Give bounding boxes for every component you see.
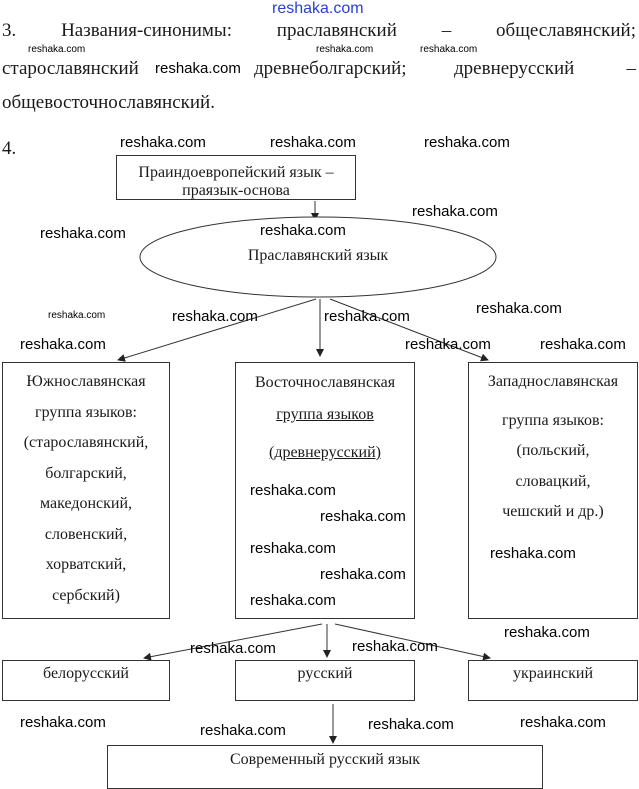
watermark: reshaka.com <box>28 44 86 55</box>
watermark: reshaka.com <box>316 44 374 55</box>
text: древнерусский <box>454 58 575 79</box>
underlined-text: группа языков <box>276 406 374 423</box>
east-slavic-box: Восточнославянская группа языков (древне… <box>235 362 415 619</box>
line: македонский, <box>39 495 133 512</box>
watermark: reshaka.com <box>520 714 606 731</box>
line: группа языков <box>276 399 374 431</box>
belarusian-box: белорусский <box>2 660 170 701</box>
arrow <box>117 298 317 362</box>
proto-label: Праславянский язык <box>247 247 389 264</box>
watermark: reshaka.com <box>368 716 454 733</box>
watermark: reshaka.com <box>260 222 346 239</box>
watermark: reshaka.com <box>20 714 106 731</box>
russian-box: русский <box>235 660 415 701</box>
watermark: reshaka.com <box>504 624 590 641</box>
watermark: reshaka.com <box>250 482 336 499</box>
underlined-text: (древнерусский) <box>268 444 381 461</box>
line: хорватский, <box>45 556 127 573</box>
watermark: reshaka.com <box>270 134 356 151</box>
south-slavic-box: Южнославянская группа языков: (старослав… <box>2 362 170 619</box>
arrow <box>329 298 489 362</box>
line: Восточнославянская <box>254 374 396 391</box>
line: словацкий, <box>515 472 591 490</box>
line: (древнерусский) <box>269 437 381 469</box>
root-box: Праиндоевропейский язык – праязык-основа <box>116 155 356 200</box>
watermark: reshaka.com <box>120 134 206 151</box>
watermark: reshaka.com <box>48 310 106 321</box>
line: группа языков: <box>35 403 137 421</box>
line: (старославянский, <box>23 434 149 451</box>
watermark: reshaka.com <box>190 640 276 657</box>
root-label: Праиндоевропейский язык – праязык-основа <box>138 164 334 199</box>
watermark: reshaka.com <box>324 308 410 325</box>
paragraph-3-line-1: 3. Названия-синонимы: праславянский – об… <box>2 20 636 42</box>
line: группа языков: <box>502 411 604 429</box>
text: праславянский <box>276 20 397 41</box>
line: болгарский, <box>45 464 127 482</box>
watermark: reshaka.com <box>476 300 562 317</box>
proto-label-wrap: Праславянский язык <box>140 247 496 265</box>
text: общеславянский; <box>496 20 636 41</box>
text: – <box>441 20 452 41</box>
line: словенский, <box>44 525 128 543</box>
watermark: reshaka.com <box>424 134 510 151</box>
label: русский <box>297 665 353 682</box>
watermark: reshaka.com <box>155 60 241 77</box>
text: старославянский <box>2 58 139 79</box>
paragraph-3-line-3: общевосточнославянский. <box>2 92 215 113</box>
label: украинский <box>513 665 593 682</box>
proto-ellipse <box>139 216 497 298</box>
watermark: reshaka.com <box>20 336 106 353</box>
line: чешский и др.) <box>502 503 604 520</box>
arrow <box>143 623 323 661</box>
watermark: reshaka.com <box>412 203 498 220</box>
text: Названия-синонимы: <box>61 20 232 41</box>
watermark: reshaka.com <box>272 0 364 17</box>
watermark: reshaka.com <box>172 308 258 325</box>
watermark: reshaka.com <box>250 592 336 609</box>
label: Современный русский язык <box>229 751 421 768</box>
text: – <box>626 58 637 79</box>
paragraph-4-number: 4. <box>2 138 17 159</box>
watermark: reshaka.com <box>540 336 626 353</box>
watermark: reshaka.com <box>405 336 491 353</box>
watermark: reshaka.com <box>320 566 406 583</box>
paragraph-3-line-2: старославянский древнеболгарский; древне… <box>2 58 636 80</box>
arrow <box>334 623 491 661</box>
ukrainian-box: украинский <box>468 660 638 701</box>
watermark: reshaka.com <box>490 545 576 562</box>
watermark: reshaka.com <box>250 540 336 557</box>
paragraph-number: 3. <box>2 20 17 41</box>
watermark: reshaka.com <box>420 44 478 55</box>
line: Южнославянская <box>26 373 146 390</box>
line: (польский, <box>516 442 590 459</box>
label: белорусский <box>43 665 129 682</box>
watermark: reshaka.com <box>200 722 286 739</box>
line: сербский) <box>52 586 120 604</box>
text: древнеболгарский; <box>254 58 407 79</box>
watermark: reshaka.com <box>40 225 126 242</box>
modern-russian-box: Современный русский язык <box>107 745 543 789</box>
watermark: reshaka.com <box>352 638 438 655</box>
watermark: reshaka.com <box>320 508 406 525</box>
west-slavic-box: Западнославянская группа языков: (польск… <box>468 362 638 619</box>
line: Западнославянская <box>487 373 619 390</box>
